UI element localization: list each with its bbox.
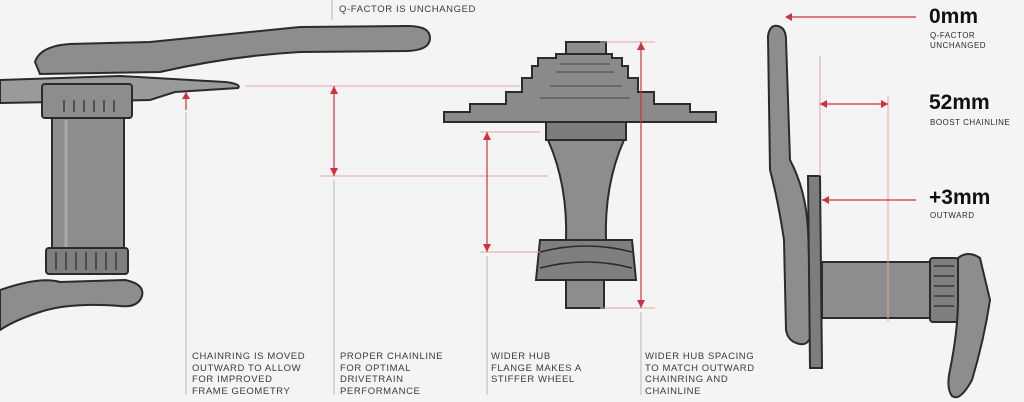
- caption-chainring: CHAINRING IS MOVED OUTWARD TO ALLOW FOR …: [192, 351, 306, 397]
- caption-leaders: [185, 0, 642, 395]
- stat-label-outward: OUTWARD: [930, 211, 975, 220]
- stat-label-q-factor: Q-FACTOR UNCHANGED: [930, 31, 987, 50]
- caption-q-factor: Q-FACTOR IS UNCHANGED: [339, 4, 476, 15]
- crankset-side-view-icon: [766, 24, 992, 399]
- crankset-front-view-icon: [0, 24, 432, 332]
- rear-hub-cassette-icon: [443, 41, 717, 309]
- caption-hub-flange: WIDER HUB FLANGE MAKES A STIFFER WHEEL: [491, 351, 582, 385]
- stat-value-q-factor: 0mm: [929, 5, 979, 28]
- caption-hub-spacing: WIDER HUB SPACING TO MATCH OUTWARD CHAIN…: [645, 351, 755, 397]
- stat-value-chainline: 52mm: [929, 91, 990, 114]
- guide-lines: [245, 41, 889, 322]
- stat-value-outward: +3mm: [929, 186, 991, 209]
- dimension-arrows: [182, 13, 916, 308]
- stat-label-chainline: BOOST CHAINLINE: [930, 118, 1011, 127]
- caption-chainline: PROPER CHAINLINE FOR OPTIMAL DRIVETRAIN …: [340, 351, 444, 397]
